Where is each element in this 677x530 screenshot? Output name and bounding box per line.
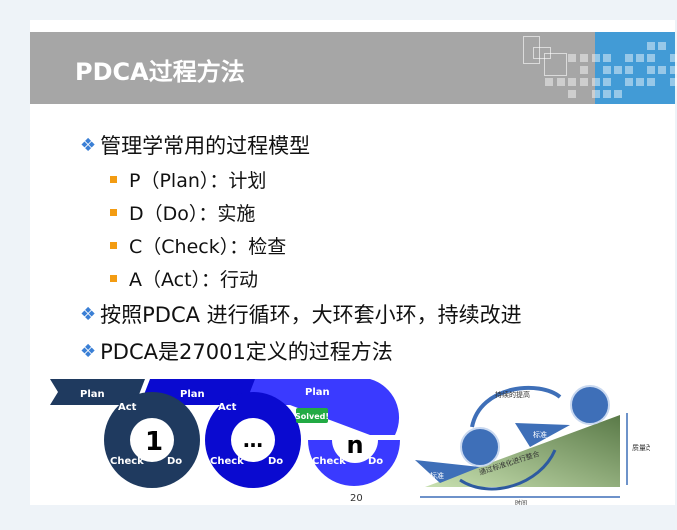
title-accent xyxy=(595,32,675,104)
bullet-text: PDCA是27001定义的过程方法 xyxy=(100,340,393,364)
decor-square xyxy=(523,36,540,64)
pdca-wheel-2 xyxy=(570,385,610,425)
sub-bullet-text: P（Plan）：计划 xyxy=(129,170,267,192)
svg-text:标准: 标准 xyxy=(533,430,547,439)
sub-bullet: P（Plan）：计划 xyxy=(110,166,266,193)
slide: PDCA过程方法 ❖管理学常用的过程模型 P（Plan）：计划 D（Do）：实施… xyxy=(30,20,677,505)
cycle-3: Check Do n xyxy=(308,431,400,486)
svg-text:1: 1 xyxy=(145,427,163,457)
solved-label: Solved! xyxy=(295,412,329,421)
standard-wedge-2 xyxy=(515,423,570,447)
plan-label: Plan xyxy=(180,389,205,400)
bullet-1: ❖管理学常用的过程模型 xyxy=(80,130,310,160)
decor-square xyxy=(544,53,567,76)
cycle-1: Act Check Do 1 xyxy=(104,392,200,488)
sub-bullet: C（Check）：检查 xyxy=(110,232,286,259)
svg-text:Do: Do xyxy=(268,456,283,467)
sub-bullet-text: C（Check）：检查 xyxy=(129,236,287,258)
sub-bullet-text: D（Do）：实施 xyxy=(129,203,256,225)
svg-text:Check: Check xyxy=(110,456,144,467)
slide-title: PDCA过程方法 xyxy=(75,58,245,86)
svg-text:标准: 标准 xyxy=(430,471,444,480)
svg-text:Act: Act xyxy=(118,402,137,413)
cycle-2: Act Check Do … xyxy=(205,392,301,488)
square-bullet-icon xyxy=(110,176,117,183)
bullet-text: 管理学常用的过程模型 xyxy=(100,134,311,158)
svg-text:Check: Check xyxy=(312,456,346,467)
standard-wedge-1 xyxy=(415,460,480,483)
sub-bullet: D（Do）：实施 xyxy=(110,199,255,226)
svg-text:时间: 时间 xyxy=(515,499,527,505)
diamond-bullet-icon: ❖ xyxy=(80,340,97,362)
svg-text:Check: Check xyxy=(210,456,244,467)
svg-text:Act: Act xyxy=(218,402,237,413)
sub-bullet-text: A（Act）：行动 xyxy=(129,269,259,291)
svg-text:n: n xyxy=(346,431,363,459)
svg-text:Do: Do xyxy=(167,456,182,467)
bullet-text: 按照PDCA 进行循环，大环套小环，持续改进 xyxy=(100,303,522,327)
svg-text:持续的提高: 持续的提高 xyxy=(495,390,530,399)
diamond-bullet-icon: ❖ xyxy=(80,134,97,156)
pdca-cycle-diagram: Plan Plan Plan Act Check Do 1 Act Check … xyxy=(50,379,400,488)
title-bar: PDCA过程方法 xyxy=(30,32,677,104)
plan-label: Plan xyxy=(80,389,105,400)
square-bullet-icon xyxy=(110,209,117,216)
svg-text:Do: Do xyxy=(368,456,383,467)
solved-badge xyxy=(296,408,328,423)
arrow-bottom xyxy=(459,449,557,491)
page-number: 20 xyxy=(350,493,363,504)
pdca-wheel-1 xyxy=(460,427,500,467)
plan-label: Plan xyxy=(305,387,330,398)
svg-text:…: … xyxy=(243,428,263,452)
plan-arrow-1 xyxy=(50,379,145,405)
bullet-2: ❖按照PDCA 进行循环，大环套小环，持续改进 xyxy=(80,299,522,329)
arrow-up xyxy=(470,385,562,428)
square-bullet-icon xyxy=(110,275,117,282)
svg-text:质量改进: 质量改进 xyxy=(632,443,650,452)
sub-bullet: A（Act）：行动 xyxy=(110,265,258,292)
diamond-bullet-icon: ❖ xyxy=(80,303,97,325)
quality-improvement-diagram: 标准 标准 持续的提高 通过标准化进行整合 质量改进 时间 xyxy=(415,385,650,505)
bullet-3: ❖PDCA是27001定义的过程方法 xyxy=(80,336,393,366)
square-bullet-icon xyxy=(110,242,117,249)
plan-arrow-3 xyxy=(245,379,400,435)
